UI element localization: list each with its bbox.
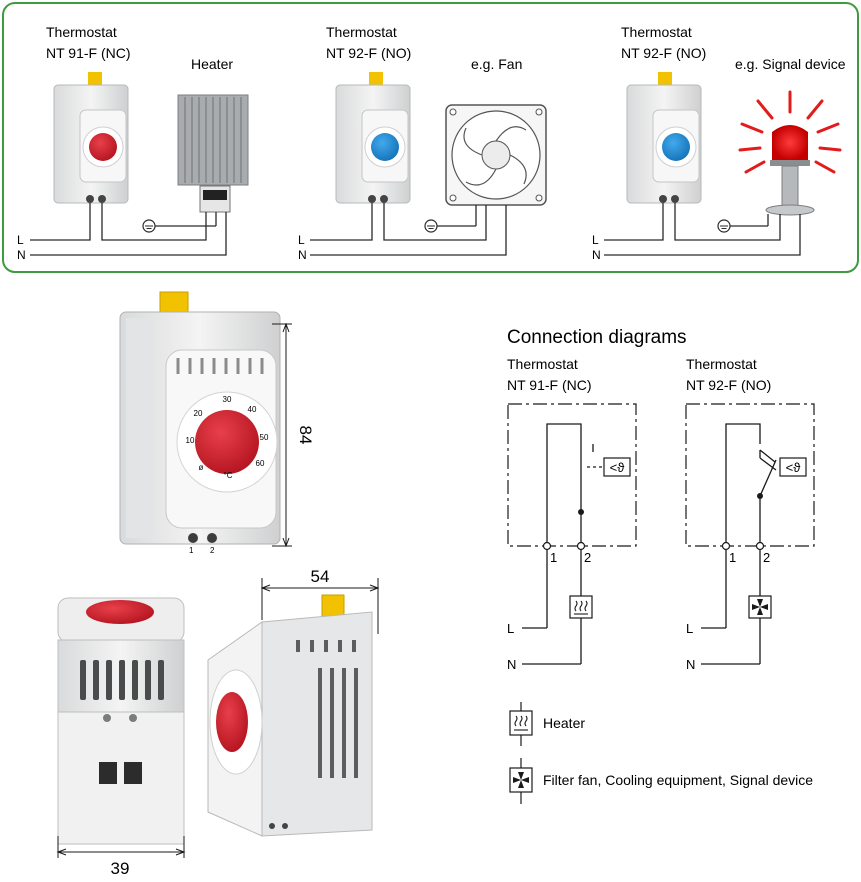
legend-fan-label: Filter fan, Cooling equipment, Signal de…: [543, 772, 813, 788]
no-fan-symbol: [748, 595, 772, 619]
nc-L: L: [507, 621, 514, 636]
wiring-group-signal: Thermostat NT 92-F (NO) e.g. Signal devi…: [592, 24, 846, 262]
ground-icon-1: [142, 219, 156, 233]
terminal-1-label: 1: [189, 546, 194, 555]
no-terminal2: 2: [763, 550, 770, 565]
thermostat-no-small-1: [335, 72, 411, 204]
wiring-group-heater: Thermostat NT 91-F (NC) Heater: [17, 24, 249, 262]
dimension-39-label: 39: [111, 859, 130, 878]
legend-heater-icon: [509, 710, 533, 736]
nc-heater-symbol: [569, 595, 593, 619]
diagram-no: Thermostat NT 92-F (NO) <ϑ 1: [685, 356, 815, 672]
scale-unit: °C: [224, 471, 233, 480]
no-symbol: <ϑ: [786, 460, 802, 475]
thermostat-nc-small: [53, 72, 129, 204]
diagram-nc: Thermostat NT 91-F (NC) <ϑ 1 2: [507, 356, 637, 672]
group1-N: N: [17, 248, 26, 262]
group2-N: N: [298, 248, 307, 262]
nc-symbol: <ϑ: [610, 460, 626, 475]
dimension-84-label: 84: [296, 426, 315, 445]
connection-diagrams: Connection diagrams Thermostat NT 91-F (…: [507, 327, 815, 804]
nc-terminal1: 1: [550, 550, 557, 565]
group3-thermostat-line1: Thermostat: [621, 24, 692, 40]
nc-line1: Thermostat: [507, 356, 578, 372]
group1-thermostat-line1: Thermostat: [46, 24, 117, 40]
top-wiring-panel: Thermostat NT 91-F (NC) Heater: [2, 2, 859, 273]
dial-blue-small-1: [371, 133, 399, 161]
dial-red-angled: [216, 692, 248, 752]
no-terminal1: 1: [729, 550, 736, 565]
scale-60: 60: [256, 459, 265, 468]
group2-thermostat-line2: NT 92-F (NO): [326, 45, 411, 61]
group1-device-label: Heater: [191, 56, 233, 72]
group3-L: L: [592, 233, 599, 247]
fan-device: [445, 104, 547, 206]
scale-40: 40: [248, 405, 257, 414]
dimension-54: [260, 578, 380, 634]
group2-L: L: [298, 233, 305, 247]
no-N: N: [686, 657, 695, 672]
heater-device: [177, 94, 249, 213]
group3-thermostat-line2: NT 92-F (NO): [621, 45, 706, 61]
nc-terminal2: 2: [584, 550, 591, 565]
dial-blue-small-2: [662, 133, 690, 161]
wiring-group-fan: Thermostat NT 92-F (NO) e.g. Fan: [298, 24, 547, 262]
group3-N: N: [592, 248, 601, 262]
nc-N: N: [507, 657, 516, 672]
scale-zero: ø: [199, 463, 204, 472]
no-L: L: [686, 621, 693, 636]
scale-50: 50: [260, 433, 269, 442]
thermostat-no-small-2: [626, 72, 702, 204]
thermostat-top-view: 39: [56, 597, 186, 878]
signal-lamp-device: [738, 90, 842, 216]
thermostat-front-view: 30 40 20 10 50 60 ø °C 1 2 84: [119, 291, 315, 555]
ground-icon-2: [424, 219, 438, 233]
dimension-84: [272, 322, 292, 548]
no-line2: NT 92-F (NO): [686, 377, 771, 393]
connection-diagrams-title: Connection diagrams: [507, 327, 687, 348]
dimension-54-label: 54: [311, 567, 330, 586]
no-line1: Thermostat: [686, 356, 757, 372]
group2-device-label: e.g. Fan: [471, 56, 522, 72]
dimension-39: [56, 836, 186, 858]
legend: Heater Filter fan, Cooling equipment, Si…: [509, 702, 813, 804]
nc-line2: NT 91-F (NC): [507, 377, 592, 393]
terminal-2-label: 2: [210, 546, 215, 555]
dial-red-top: [86, 600, 154, 624]
legend-heater-label: Heater: [543, 715, 585, 731]
scale-20: 20: [194, 409, 203, 418]
group2-thermostat-line1: Thermostat: [326, 24, 397, 40]
dial-red-large: [195, 410, 259, 474]
scale-10: 10: [186, 436, 195, 445]
dial-red-small: [89, 133, 117, 161]
ground-icon-3: [717, 219, 731, 233]
group3-device-label: e.g. Signal device: [735, 56, 846, 72]
scale-30: 30: [223, 395, 232, 404]
group1-thermostat-line2: NT 91-F (NC): [46, 45, 131, 61]
group1-L: L: [17, 233, 24, 247]
thermostat-angled-view: 54: [207, 567, 380, 837]
